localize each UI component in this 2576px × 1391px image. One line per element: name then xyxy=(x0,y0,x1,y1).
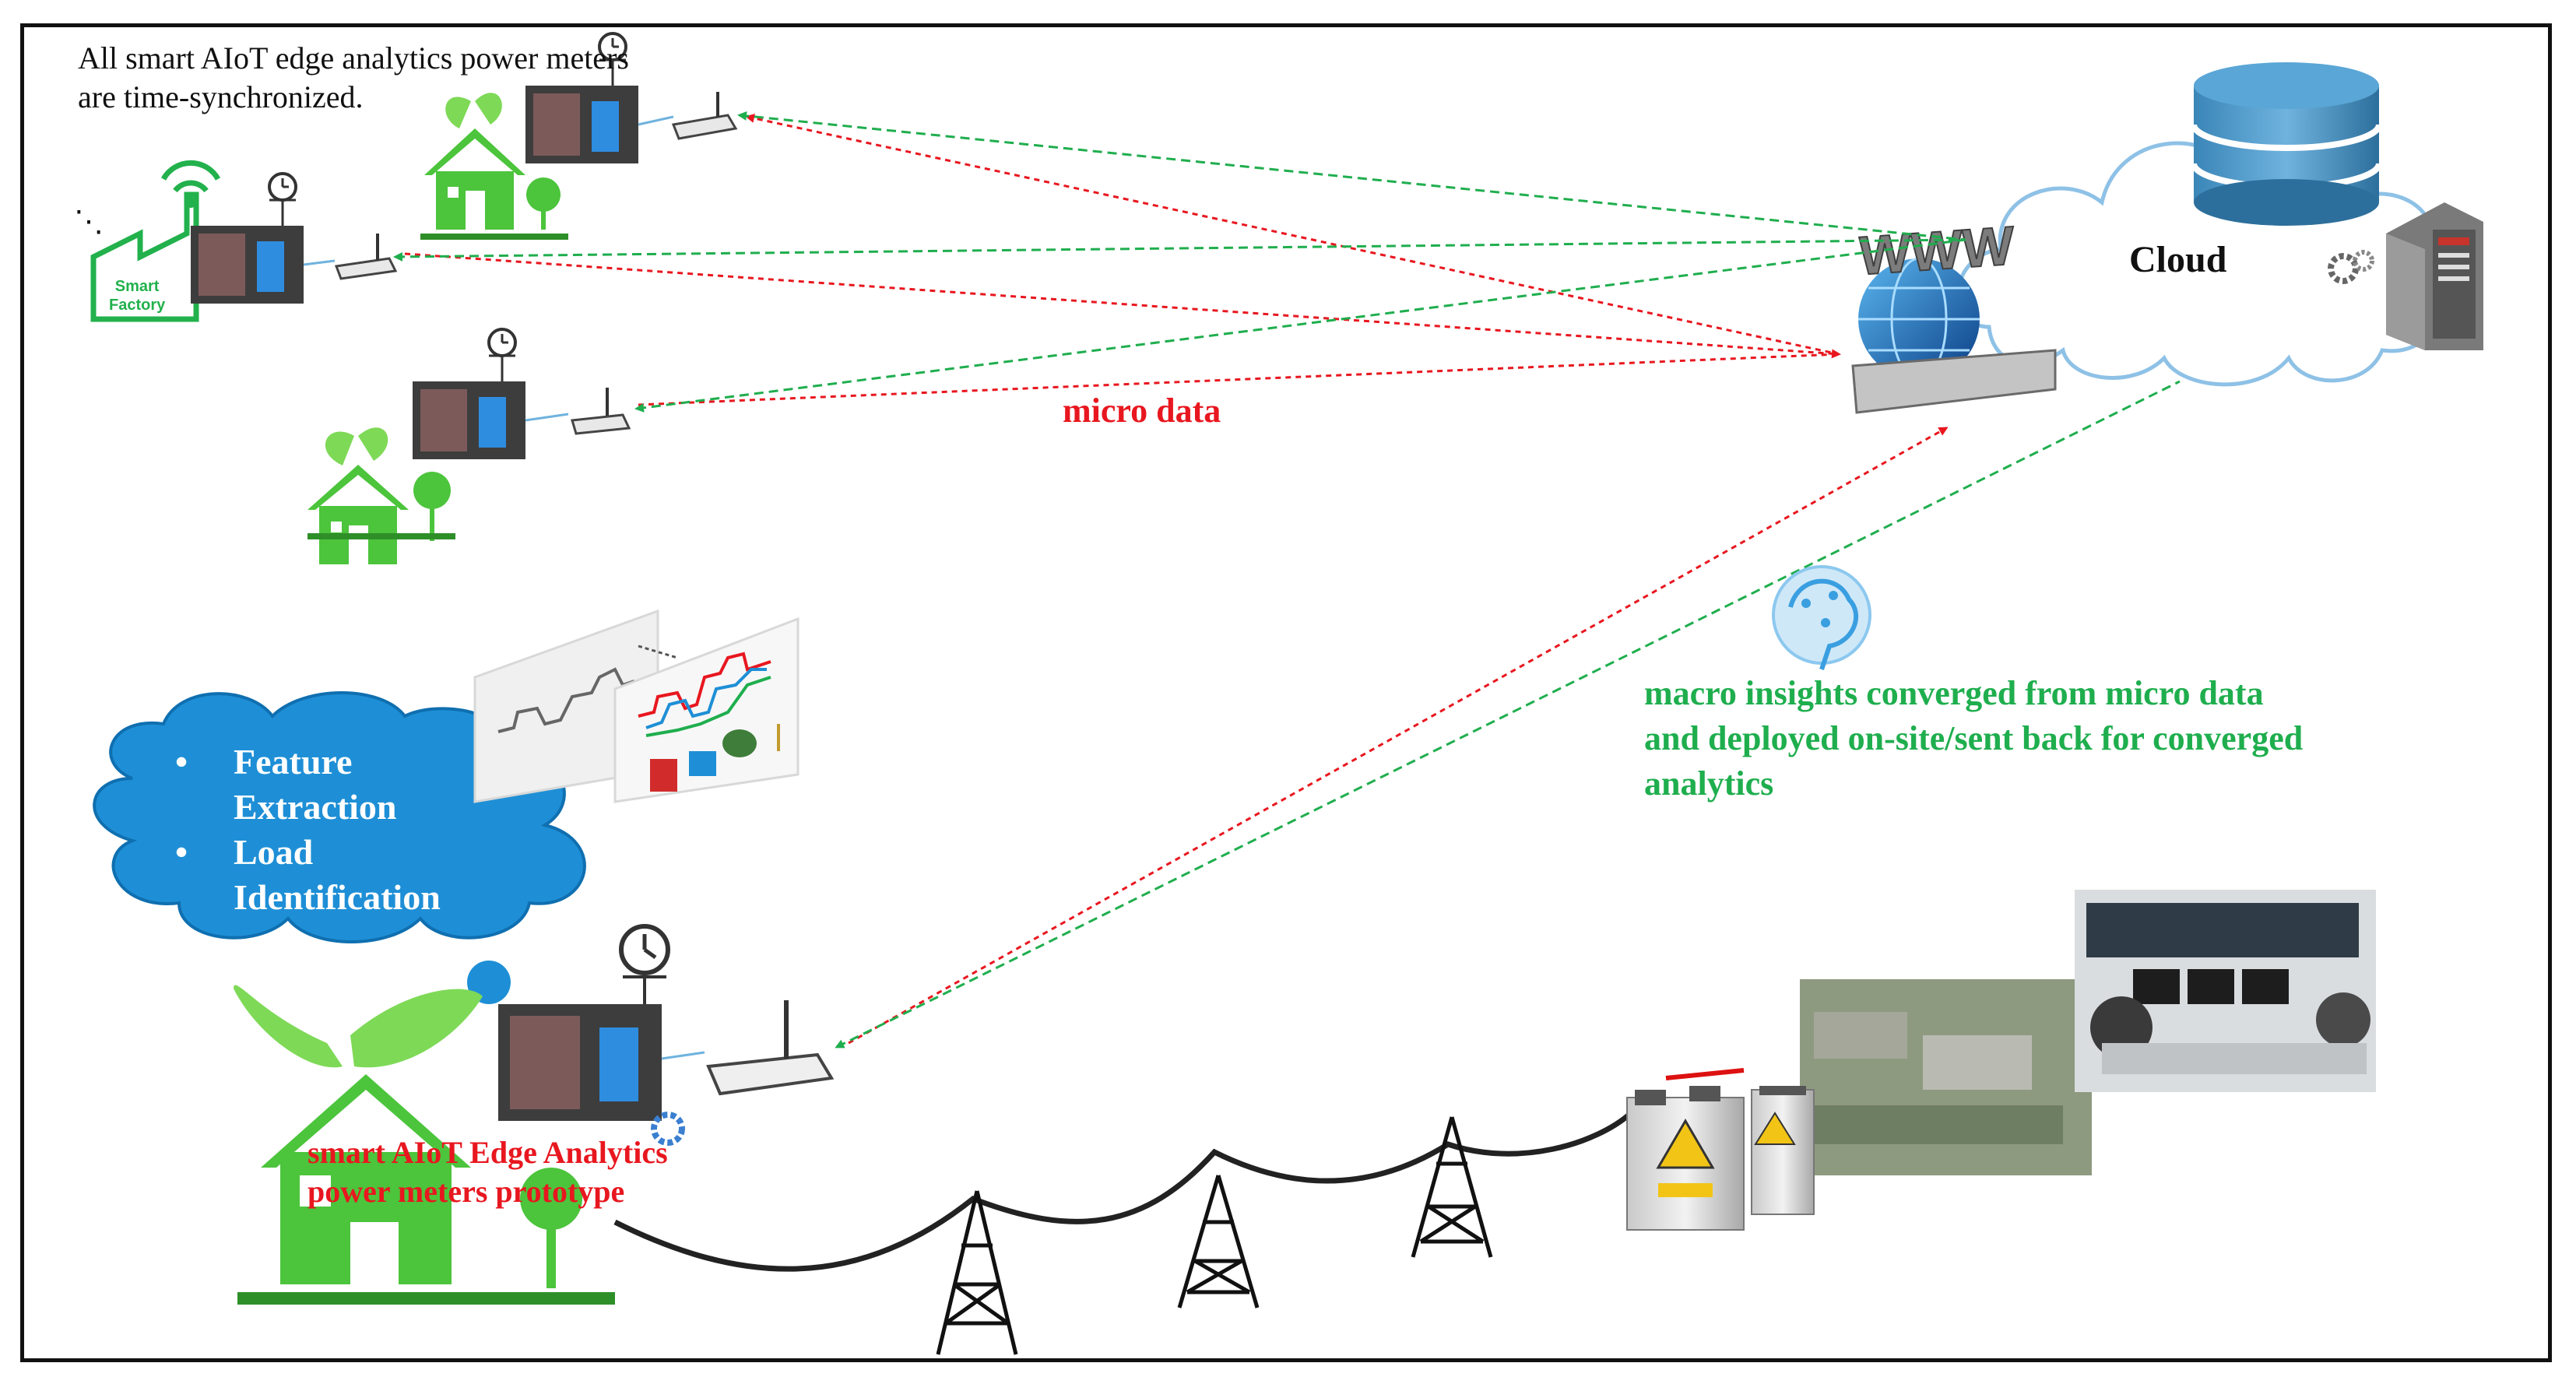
bubble-item1-line2: Extraction xyxy=(234,787,397,827)
macro-line1: macro insights converged from micro data xyxy=(1644,674,2264,712)
brain-icon xyxy=(1772,565,1871,670)
prototype-line1: smart AIoT Edge Analytics xyxy=(308,1135,668,1170)
meter-photo-icon xyxy=(191,226,304,304)
macro-insights-label: macro insights converged from micro data… xyxy=(1644,671,2303,806)
clock-icon xyxy=(598,32,627,86)
clock-icon xyxy=(487,328,517,381)
sync-note: All smart AIoT edge analytics power mete… xyxy=(78,39,629,117)
factory-label-line2: Factory xyxy=(109,297,166,314)
database-icon xyxy=(2191,62,2382,226)
transformer-icon xyxy=(1626,1068,1745,1231)
house-icon xyxy=(234,985,615,1305)
macro-line3: analytics xyxy=(1644,764,1774,803)
house-icon xyxy=(308,427,455,564)
macro-insight-link-bottom xyxy=(835,380,2181,1049)
house-icon xyxy=(420,93,568,240)
svg-text:WWW: WWW xyxy=(1859,215,2014,286)
power-line xyxy=(613,1111,1633,1272)
sync-note-line2: are time-synchronized. xyxy=(78,79,364,114)
factory-label: Smart Factory xyxy=(109,277,165,314)
micro-data-links xyxy=(404,114,1841,406)
cloud-label: Cloud xyxy=(2129,239,2227,280)
server-icon xyxy=(2386,202,2483,350)
factory-label-line1: Smart xyxy=(114,278,160,295)
clock-icon xyxy=(268,172,297,226)
prototype-line2: power meters prototype xyxy=(308,1174,625,1209)
tower-icon xyxy=(936,1190,1018,1355)
figure-frame xyxy=(20,23,2552,1362)
wifi-icon xyxy=(160,160,221,208)
macro-line2: and deployed on-site/sent back for conve… xyxy=(1644,719,2304,757)
control-room-photo xyxy=(2075,890,2376,1092)
transformer-icon xyxy=(1751,1086,1815,1215)
bubble-item1-line1: Feature xyxy=(234,742,353,782)
prototype-label: smart AIoT Edge Analytics power meters p… xyxy=(308,1133,668,1211)
bubble-list: •Feature Extraction •Load Identification xyxy=(175,742,441,917)
sync-note-line1: All smart AIoT edge analytics power mete… xyxy=(78,40,629,76)
macro-insight-links xyxy=(393,111,1966,413)
bubble-item2-line1: Load xyxy=(234,832,314,872)
meter-photo-icon xyxy=(498,1004,662,1121)
meter-photo-icon xyxy=(525,86,638,163)
bubble-item2-line2: Identification xyxy=(234,877,441,917)
www-icon: WWW xyxy=(1851,214,2057,414)
tower-icon xyxy=(1411,1116,1493,1258)
waveform-icon xyxy=(473,609,800,803)
more-sites-ellipsis: ⋱ xyxy=(74,205,104,238)
clock-icon xyxy=(619,924,670,1004)
micro-data-link-bottom xyxy=(848,427,1949,1045)
gear-icon xyxy=(651,1112,685,1146)
gear-icon xyxy=(2328,250,2374,284)
tower-icon xyxy=(1177,1175,1260,1308)
router-icon xyxy=(303,234,398,280)
router-icon xyxy=(638,92,738,140)
router-icon xyxy=(525,388,631,435)
substation-photo xyxy=(1800,979,2092,1175)
router-icon xyxy=(661,1000,835,1096)
micro-data-label: micro data xyxy=(1063,392,1221,430)
meter-photo-icon xyxy=(413,381,525,459)
